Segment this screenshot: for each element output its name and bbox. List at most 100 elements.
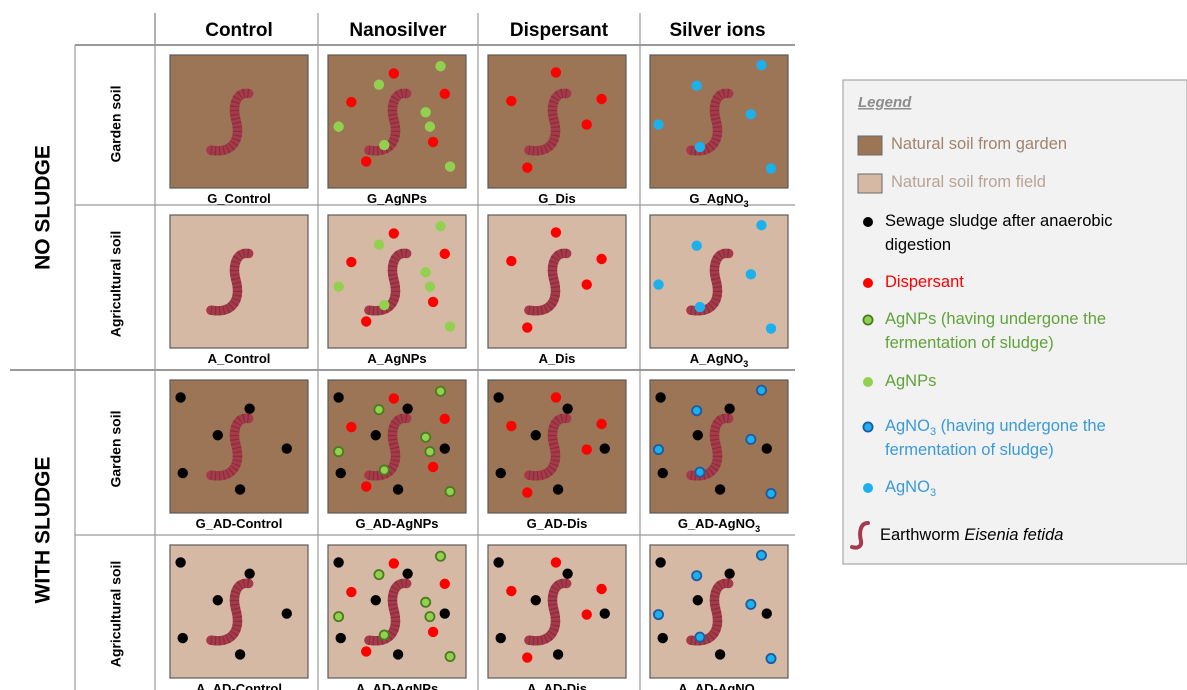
agno3-fermented-dot [694,631,706,643]
agnps-fermented-dot [373,404,385,416]
legend-dot-icon [863,483,873,493]
earthworm-icon [206,88,254,156]
cell-caption: G_Dis [538,191,576,206]
earthworm-icon [850,521,870,550]
cell-garden-sludge-disp: G_AD-Dis [487,379,627,531]
earthworm-icon [524,248,572,316]
cell-caption: A_AD-Dis [527,681,587,690]
dispersant-dot [346,96,357,108]
dispersant-dot [346,256,357,268]
legend-dot-icon [863,377,873,387]
agnps-dot [333,281,344,292]
dispersant-dot [506,585,517,597]
dispersant-dot [346,421,357,433]
sludge-dot [234,649,246,660]
sludge-dot [392,649,404,660]
sludge-dot [177,632,188,644]
agno3-fermented-dot [765,653,777,665]
sludge-dot [244,568,255,579]
sludge-dot [370,430,381,441]
cell-garden-sludge-nano: G_AD-AgNPs [327,379,467,531]
agno3-fermented-dot [745,433,757,445]
dispersant-dot [550,67,562,78]
dispersant-dot [439,413,450,425]
row-label-garden-sludge: Garden soil [108,410,124,487]
dispersant-dot [439,578,450,590]
agnps-fermented-dot [378,629,390,641]
dispersant-dot [346,586,357,598]
sludge-dot [724,568,735,579]
dispersant-dot [427,461,439,473]
sludge-dot [212,430,223,441]
sludge-dot [530,430,541,441]
agnps-fermented-dot [444,651,456,663]
agno3-fermented-dot [652,444,664,456]
cell-garden-disp: G_Dis [487,54,627,206]
sludge-dot [530,595,541,606]
earthworm-icon [686,248,734,316]
agno3-fermented-dot [755,384,767,396]
dispersant-dot [361,316,372,327]
legend-title: Legend [858,94,912,111]
legend-dot-icon [862,314,874,326]
soil-swatch-icon [857,173,883,194]
legend-item-label: AgNPs (having undergone the [885,310,1106,328]
legend-item-label: Dispersant [885,273,964,291]
sludge-dot [212,595,223,606]
cell-field-disp: A_Dis [487,214,627,366]
cell-garden-sludge-control: G_AD-Control [169,379,309,531]
sludge-dot [402,403,413,414]
dispersant-dot [581,609,592,620]
dispersant-dot [596,253,607,265]
sludge-dot [692,595,703,606]
sludge-dot [335,632,346,644]
sludge-dot [392,484,404,495]
dispersant-dot [361,481,372,492]
earthworm-icon [686,578,734,646]
dispersant-dot [596,583,607,595]
sludge-dot [552,484,564,495]
dispersant-dot [550,227,562,238]
agno3-fermented-dot [691,570,703,582]
column-header-nano: Nanosilver [349,20,447,41]
earthworm-icon [686,88,734,156]
agnps-dot [373,239,385,250]
dispersant-dot [439,248,450,260]
sludge-dot [692,430,703,441]
dispersant-dot [596,93,607,105]
legend-item-label-line2: fermentation of sludge) [885,334,1054,352]
dispersant-dot [427,626,439,638]
agno3-fermented-dot [694,466,706,478]
sludge-dot [562,403,573,414]
legend-item-label: AgNO3 [885,478,936,499]
table-grid [10,13,795,690]
cell-caption: A_Control [208,351,271,366]
legend-frame [842,79,1187,565]
cell-garden-control: G_Control [169,54,309,206]
agnps-fermented-dot [435,385,447,397]
soil-swatch-icon [857,135,883,156]
cell-caption: A_AD-AgNO3 [678,681,760,690]
cell-field-ions: A_AgNO3 [649,214,789,369]
legend-item-label-line2: fermentation of sludge) [885,441,1054,459]
sludge-dot [177,467,188,479]
cell-caption: A_Dis [539,351,576,366]
agnps-dot [420,107,431,118]
cell-caption: G_AgNPs [367,191,427,206]
sludge-dot [281,443,292,454]
cell-caption: A_AD-AgNPs [356,681,438,690]
dispersant-dot [506,420,517,432]
agnps-fermented-dot [333,446,345,458]
cell-caption: G_AD-Control [196,516,283,531]
cell-caption: G_Control [207,191,271,206]
agnps-dot [424,281,436,292]
agnps-fermented-dot [424,446,436,458]
dispersant-dot [361,156,372,167]
legend-item-dispersant: Dispersant [863,273,964,291]
agnps-fermented-dot [424,611,436,623]
legend-item-label: AgNO3 (having undergone the [885,417,1106,438]
cell-field-nano: A_AgNPs [327,214,467,366]
agnps-dot [435,221,446,232]
